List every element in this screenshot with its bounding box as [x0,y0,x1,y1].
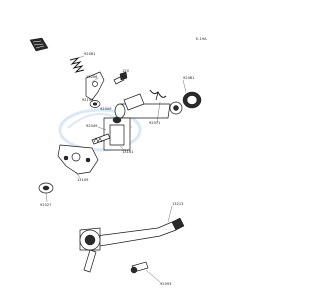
bolt [113,71,128,85]
part-label: 92081 [84,52,95,56]
washer [169,101,183,115]
lower-washer [38,182,54,194]
collar [89,100,101,108]
part-label: 92071 [149,121,160,125]
shift-shaft [103,93,171,151]
shift-mechanism-diagram: E-19A [29,37,207,286]
pedal-bolt [130,261,149,274]
return-spring [69,57,85,73]
part-label: 92081 [183,76,194,80]
part-label: 13213 [172,202,183,206]
page-code: E-19A [196,37,207,41]
shift-lever-arm [85,71,105,101]
part-label: 92153 [82,98,93,102]
book-icon [29,37,49,52]
torsion-spring [149,89,167,101]
part-label: 13206 [86,75,98,79]
shift-plate [57,144,99,175]
part-label: 13109 [77,178,89,182]
part-label: 13161 [122,150,133,154]
shift-pedal [79,217,185,273]
part-label: 92093 [160,282,171,286]
part-label: 92049 [86,124,98,128]
part-label: 92027 [40,203,51,207]
part-label: 120 [122,69,130,73]
oil-seal [182,91,202,109]
part-label: 92009 [100,107,112,111]
pin-spring [91,133,111,145]
